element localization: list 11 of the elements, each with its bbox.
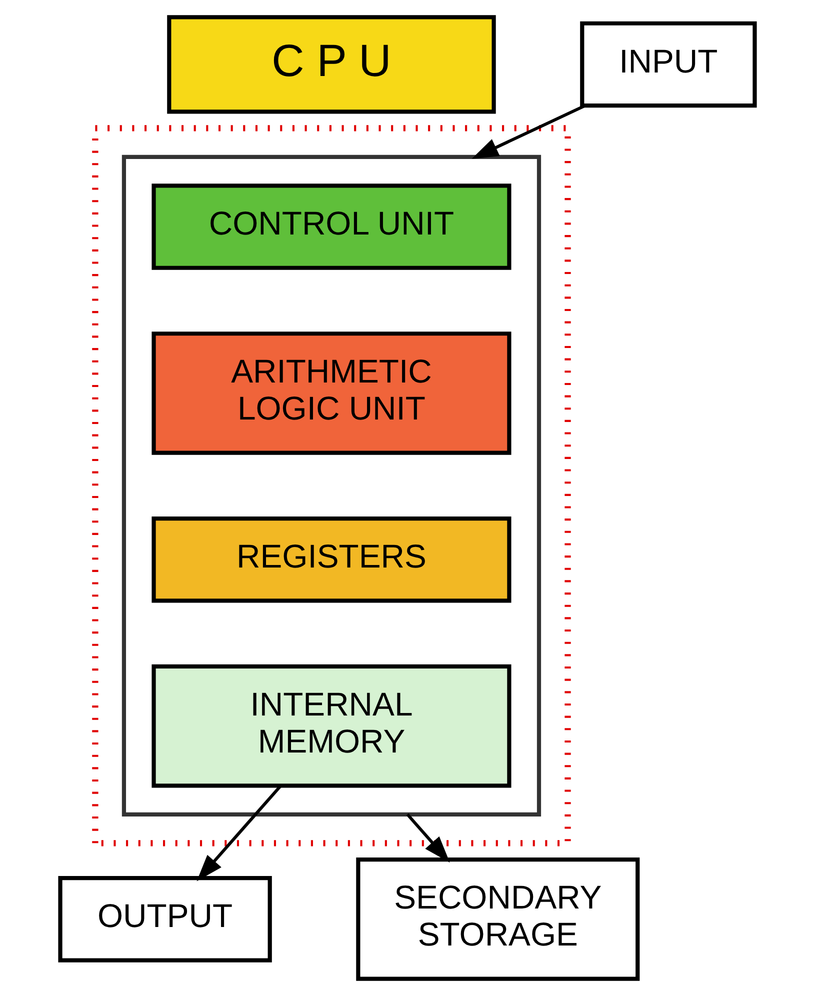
- arrow: [472, 104, 586, 158]
- node-box: ARITHMETIC LOGIC UNIT: [152, 331, 512, 454]
- node-box: INTERNAL MEMORY: [152, 664, 512, 788]
- arrow: [406, 812, 450, 862]
- node-box: REGISTERS: [152, 516, 512, 602]
- node-box: C P U: [167, 14, 496, 114]
- node-box: CONTROL UNIT: [152, 183, 512, 270]
- node-box: INPUT: [580, 20, 757, 108]
- node-box: OUTPUT: [58, 876, 272, 962]
- cluster: [122, 154, 542, 816]
- node-box: SECONDARY STORAGE: [356, 857, 640, 980]
